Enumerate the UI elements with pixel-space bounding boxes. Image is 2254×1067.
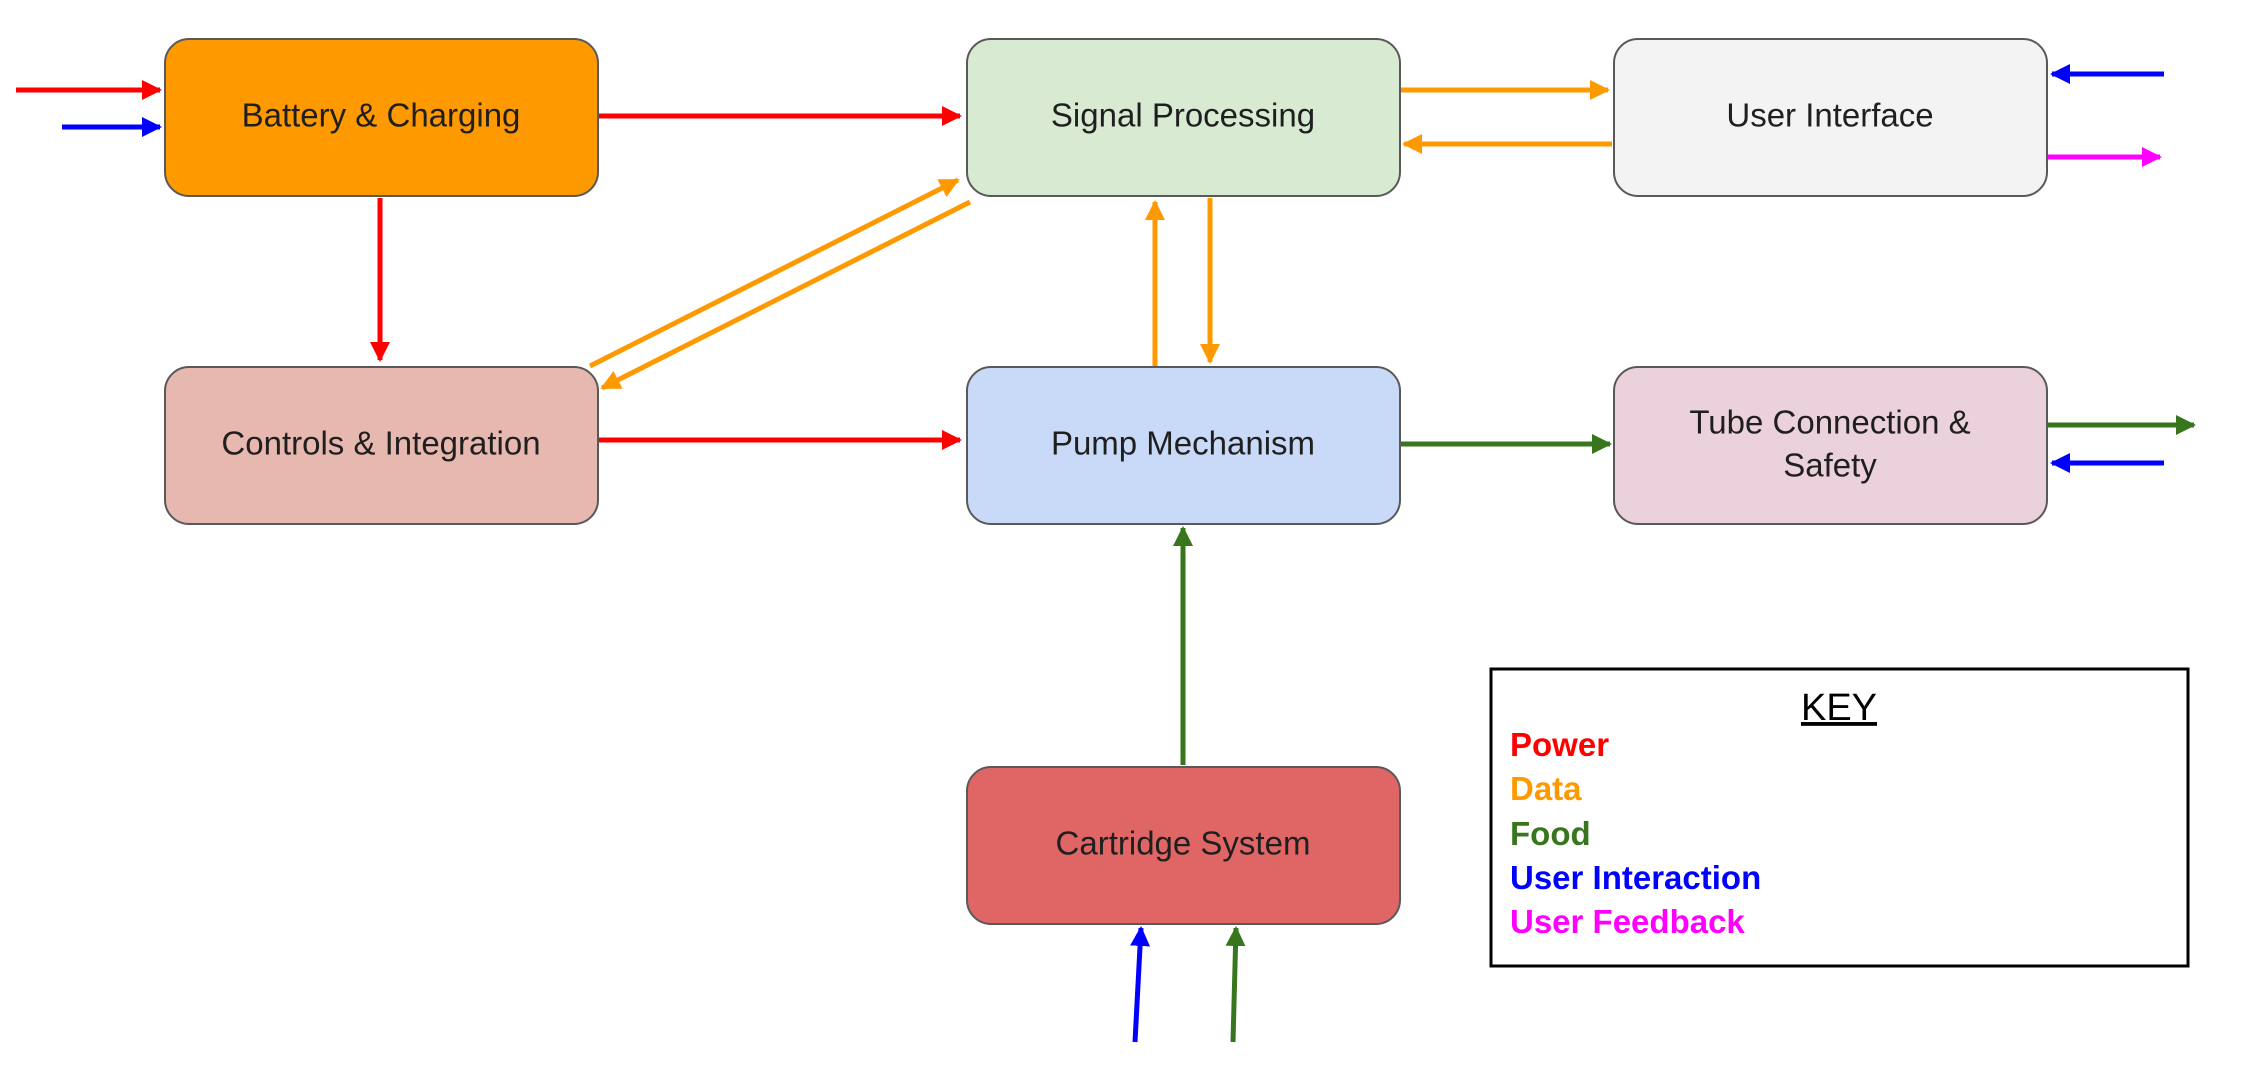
block-tube-label-line1: Tube Connection &	[1689, 404, 1970, 441]
key-entry-food: Food	[1510, 815, 1591, 852]
block-user-interface: User Interface	[1613, 38, 2048, 197]
block-controls-label: Controls & Integration	[221, 425, 540, 462]
key-title: KEY	[1801, 687, 1877, 729]
block-controls-box	[164, 366, 599, 525]
block-cartridge-box	[966, 766, 1401, 925]
block-signal-label: Signal Processing	[1051, 97, 1315, 134]
block-pump-box	[966, 366, 1401, 525]
arrow-data-signal-to-controls	[600, 199, 972, 391]
block-tube-box	[1613, 366, 2048, 525]
block-cartridge-label: Cartridge System	[1056, 825, 1311, 862]
key-legend: KEY Power Data Food User Interaction Use…	[1489, 667, 2190, 968]
block-pump-mechanism: Pump Mechanism	[966, 366, 1401, 525]
block-battery-charging: Battery & Charging	[164, 38, 599, 197]
block-signal-processing: Signal Processing	[966, 38, 1401, 197]
arrow-food-in-cartridge	[1225, 926, 1246, 1043]
block-tube-connection-safety: Tube Connection & Safety	[1613, 366, 2048, 525]
block-signal-box	[966, 38, 1401, 197]
block-tube-label-line2: Safety	[1783, 447, 1877, 484]
key-box	[1489, 667, 2190, 968]
arrow-data-controls-to-signal	[588, 177, 960, 369]
connectors	[16, 64, 2196, 1043]
key-entry-power: Power	[1510, 726, 1609, 763]
block-cartridge-system: Cartridge System	[966, 766, 1401, 925]
key-entry-user-feedback: User Feedback	[1510, 903, 1745, 940]
block-pump-label: Pump Mechanism	[1051, 425, 1315, 462]
arrow-interaction-in-cartridge	[1130, 926, 1151, 1043]
block-ui-label: User Interface	[1726, 97, 1933, 134]
block-ui-box	[1613, 38, 2048, 197]
key-entry-user-interaction: User Interaction	[1510, 859, 1761, 896]
key-entry-data: Data	[1510, 770, 1582, 807]
block-battery-box	[164, 38, 599, 197]
block-battery-label: Battery & Charging	[242, 97, 521, 134]
block-controls-integration: Controls & Integration	[164, 366, 599, 525]
